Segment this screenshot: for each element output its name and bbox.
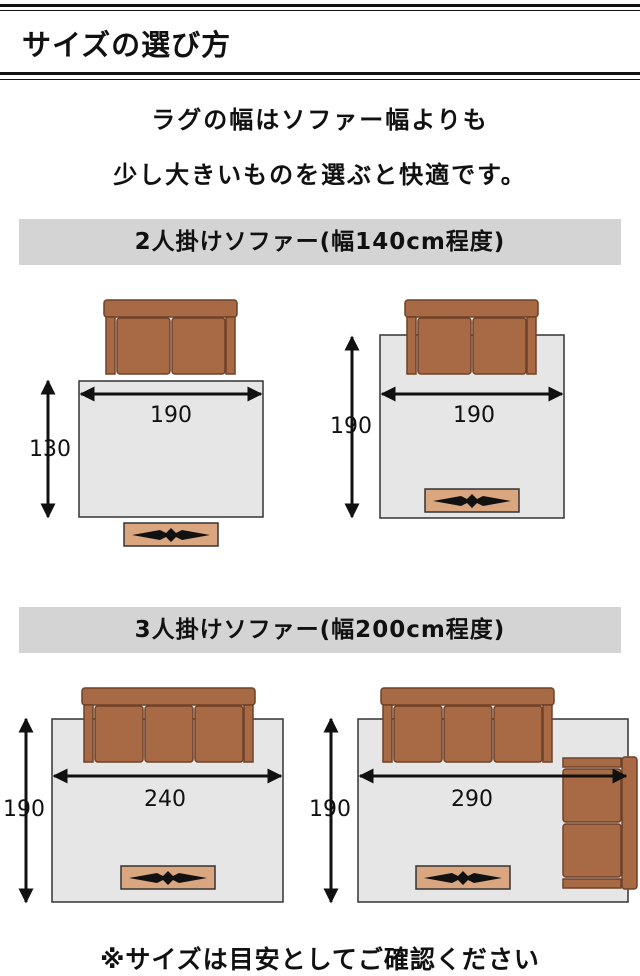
coffee-table [120,865,216,890]
layout1-width-label: 190 [150,403,192,428]
layout2-depth-label: 190 [330,414,372,439]
layout3-depth-label: 190 [3,797,45,822]
sofa [380,687,555,763]
sofa [81,687,256,763]
coffee-table [123,522,219,547]
intro-line-2: 少し大きいものを選ぶと快適です。 [113,161,527,189]
section-three-seater-heading: 3人掛けソファー(幅200cm程度) [19,607,621,653]
title-rule [0,72,640,75]
layout4-width-label: 290 [451,787,493,812]
layout3-width-label: 240 [144,787,186,812]
layout-two-seater-190x130 [40,299,264,547]
section-two-seater-heading: 2人掛けソファー(幅140cm程度) [19,219,621,265]
layout2-width-label: 190 [453,403,495,428]
top-rule [0,4,640,7]
title-rule-thin [0,79,640,80]
layout-two-seater-190x190 [344,299,565,519]
rug [78,380,264,518]
side-sofa [562,756,638,890]
layout-three-seater-290x190 [323,687,638,904]
coffee-table [415,865,511,890]
intro-line-1: ラグの幅はソファー幅よりも [151,106,489,134]
layout-three-seater-240x190 [18,687,284,904]
page-title: サイズの選び方 [22,28,232,62]
layout1-depth-label: 130 [29,437,71,462]
sofa [404,299,539,375]
layout4-depth-label: 190 [309,797,351,822]
footer-note: ※サイズは目安としてご確認ください [100,945,540,974]
top-rule-thin [0,10,640,11]
coffee-table [424,488,520,513]
sofa [103,299,238,375]
